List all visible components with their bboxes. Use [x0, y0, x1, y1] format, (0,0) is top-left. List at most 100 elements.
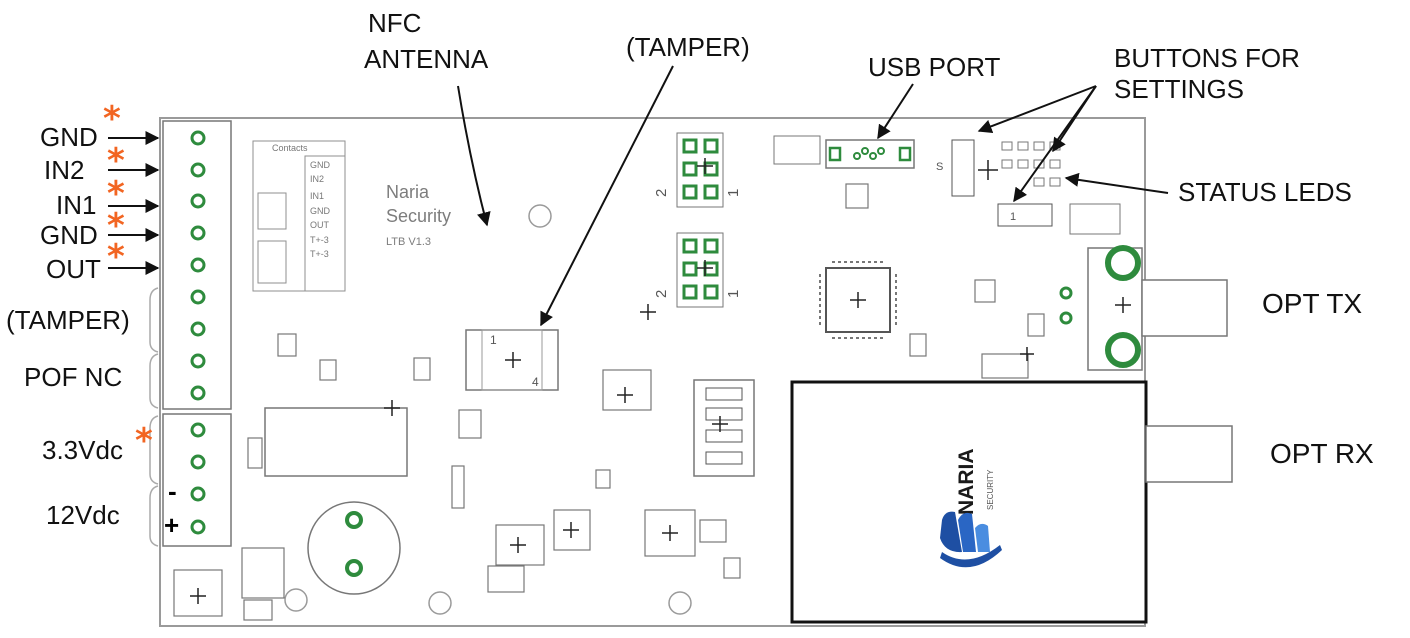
- brand-silkscreen: Naria Security LTB V1.3: [386, 182, 451, 248]
- buzzer-pad: [345, 511, 363, 529]
- usb-pad: [898, 146, 912, 162]
- jumper-pad: [703, 238, 719, 254]
- smd-part: [602, 369, 652, 411]
- crosshair: [850, 292, 866, 308]
- tamper-pin-1: 1: [490, 333, 497, 347]
- mounting-hole: [668, 591, 692, 615]
- arrow-tamper: [540, 65, 674, 327]
- label-usb-port: USB PORT: [868, 52, 1001, 82]
- crosshair: [697, 158, 713, 174]
- terminal-pad: [190, 289, 206, 305]
- crosshair: [712, 416, 728, 432]
- contacts-title: Contacts: [272, 143, 308, 153]
- contacts-row: GND: [310, 160, 331, 170]
- led-block-label: 1: [1010, 211, 1016, 223]
- buzzer: [307, 501, 401, 595]
- large-component: [264, 407, 408, 477]
- crosshair: [510, 537, 526, 553]
- smd-part: [553, 509, 591, 551]
- contacts-conn-a: [257, 192, 287, 230]
- terminal-pads-upper: [190, 130, 206, 401]
- status-led: [1033, 177, 1045, 187]
- dip-switch-levers: [705, 387, 743, 465]
- terminal-label-gnd1: GND: [40, 122, 98, 152]
- mounting-hole: [528, 204, 552, 228]
- terminal-pad: [190, 454, 206, 470]
- dip-lever: [705, 387, 743, 401]
- mounting-hole: [428, 591, 452, 615]
- opt-tx-housing: [1087, 247, 1143, 371]
- required-star-icon: *: [103, 99, 121, 139]
- jumper-num: 2: [653, 189, 670, 197]
- required-star-icon: *: [107, 141, 125, 181]
- required-star-icon: *: [107, 237, 125, 277]
- smd-part: [909, 333, 927, 357]
- smd-part: [487, 565, 525, 593]
- usb-pin: [853, 152, 861, 160]
- smd-part: [495, 524, 545, 566]
- bracket-tamper: [149, 287, 159, 353]
- board-version: LTB V1.3: [386, 236, 431, 248]
- smd-part: [1027, 313, 1045, 337]
- label-buttons-line1: BUTTONS FOR: [1114, 43, 1300, 73]
- smd-part: [595, 469, 611, 489]
- jumper-pad: [703, 284, 719, 300]
- arrow-nfc: [457, 85, 491, 227]
- arrow-usb: [877, 83, 914, 140]
- crosshair: [190, 588, 206, 604]
- settings-switch-label: S: [936, 161, 943, 173]
- crosshair: [563, 522, 579, 538]
- smd-part: [247, 437, 263, 469]
- arrow-status-leds: [1064, 172, 1169, 194]
- terminal-pad: [190, 385, 206, 401]
- label-nfc-antenna-line1: NFC: [368, 8, 422, 38]
- polarity-plus: +: [164, 510, 180, 540]
- buzzer-pad: [345, 559, 363, 577]
- opt-rx-port: [1145, 425, 1233, 483]
- jumper-num: 2: [653, 290, 670, 298]
- crosshair: [617, 387, 633, 403]
- logo-mark: [958, 512, 976, 552]
- mounting-holes: [284, 204, 692, 615]
- polarity-minus: -: [168, 476, 177, 506]
- contacts-row: IN2: [310, 174, 324, 184]
- label-opt-rx: OPT RX: [1270, 438, 1374, 469]
- arrow-buttons-3: [1052, 85, 1097, 153]
- crosshairs: [190, 158, 1131, 604]
- terminal-pad: [190, 162, 206, 178]
- contacts-row: IN1: [310, 191, 324, 201]
- status-connector: [1069, 203, 1121, 235]
- terminal-label-12v: 12Vdc: [46, 500, 120, 530]
- crosshair: [640, 304, 656, 320]
- contacts-table: [252, 140, 346, 292]
- status-led: [1049, 159, 1061, 169]
- opt-tx-pad: [1105, 332, 1141, 368]
- crosshair: [978, 160, 998, 180]
- jumper-pad: [703, 184, 719, 200]
- jumper-pad: [703, 138, 719, 154]
- terminal-pad: [190, 353, 206, 369]
- terminal-label-out: OUT: [46, 254, 101, 284]
- opt-tx-pin: [1059, 311, 1073, 325]
- tamper-pin-4: 4: [532, 375, 539, 389]
- callout-arrows: [457, 65, 1169, 327]
- terminal-pad: [190, 422, 206, 438]
- smd-components: [173, 183, 1045, 621]
- terminal-label-3v3: 3.3Vdc: [42, 435, 123, 465]
- label-status-leds: STATUS LEDS: [1178, 177, 1352, 207]
- status-led: [1001, 159, 1013, 169]
- usb-side-box: [773, 135, 821, 165]
- logo-word: NARIA: [955, 449, 978, 516]
- jumper-pad: [682, 284, 698, 300]
- tamper-switch-inner: [481, 329, 543, 391]
- led-block: [997, 203, 1053, 227]
- usb-pad: [828, 146, 842, 162]
- terminal-pad: [190, 519, 206, 535]
- terminal-pads-lower: [190, 422, 206, 535]
- crosshair: [505, 352, 521, 368]
- label-opt-tx: OPT TX: [1262, 288, 1363, 319]
- label-tamper-top: (TAMPER): [626, 32, 750, 62]
- jumper-pad: [682, 184, 698, 200]
- dip-switch: [693, 379, 755, 477]
- arrow-buttons-1: [977, 85, 1097, 134]
